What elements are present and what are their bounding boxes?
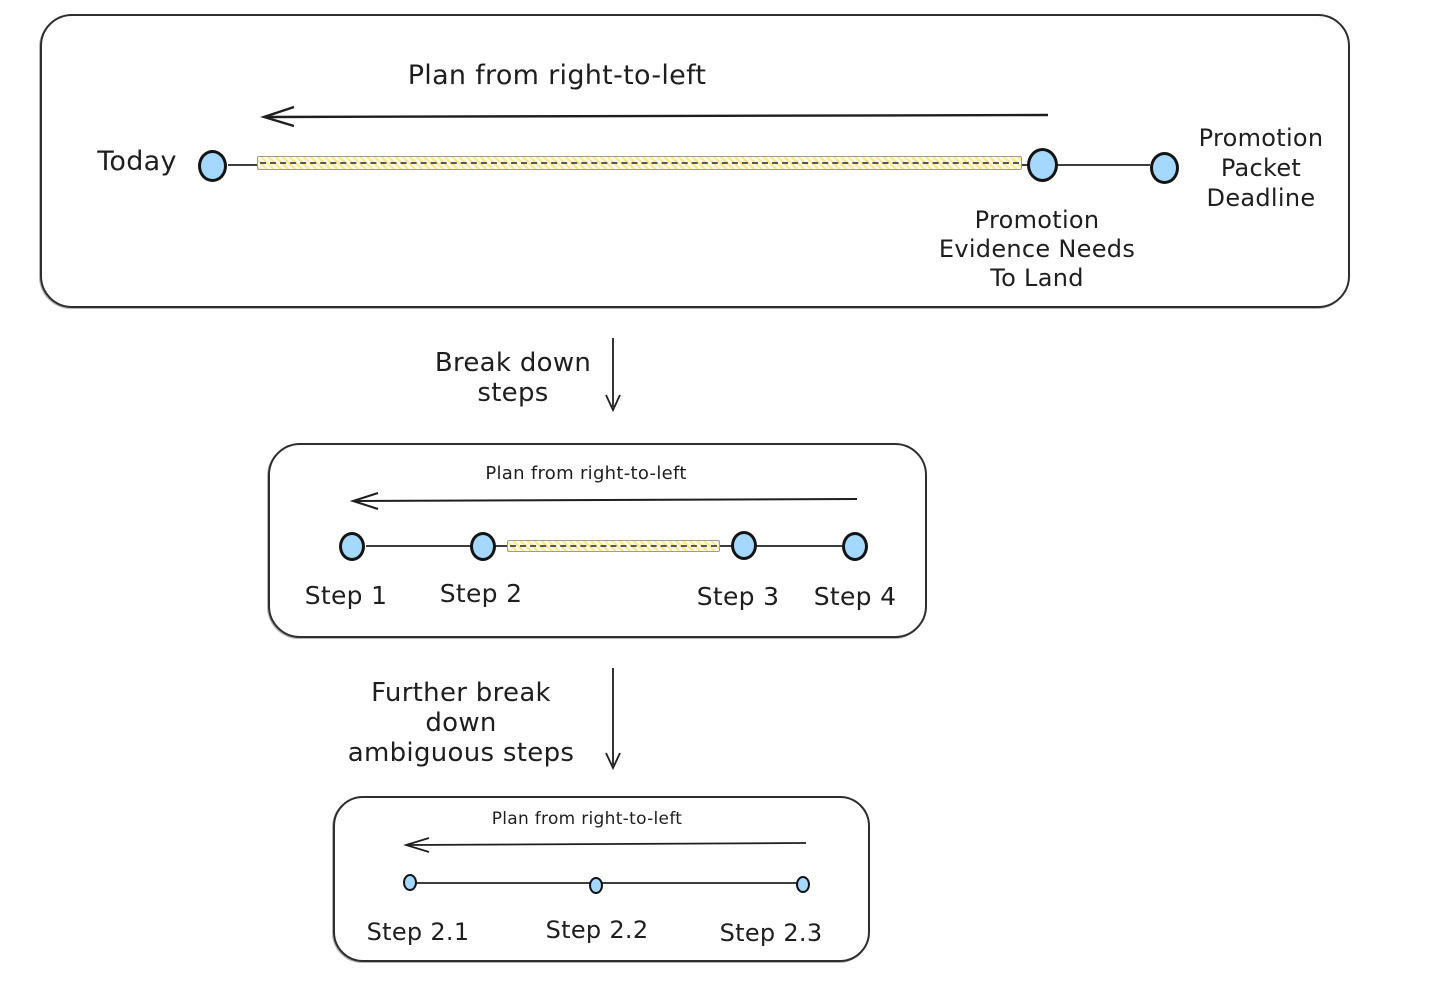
- bottom-timeline-box: Plan from right-to-left Step 2.1 Step 2.…: [333, 796, 870, 962]
- evidence-label: Promotion Evidence Needs To Land: [938, 206, 1136, 292]
- step-3-label: Step 3: [696, 582, 780, 611]
- top-timeline-box: Plan from right-to-left Today Promotion …: [40, 14, 1350, 308]
- step-2-2-node: [589, 877, 603, 894]
- step-2-3-node: [796, 876, 810, 893]
- step-2-3-label: Step 2.3: [719, 919, 823, 947]
- today-node: [198, 150, 227, 182]
- step-2-node: [470, 532, 496, 561]
- evidence-node: [1027, 148, 1058, 182]
- deadline-node: [1150, 152, 1179, 184]
- plan-direction-arrow: [403, 837, 807, 853]
- step-4-label: Step 4: [813, 582, 897, 611]
- flow-arrow-2: [605, 668, 621, 771]
- transition-2-label: Further break down ambiguous steps: [347, 678, 575, 768]
- step-2-1-node: [403, 874, 417, 891]
- plan-direction-arrow: [349, 492, 858, 510]
- deadline-label: Promotion Packet Deadline: [1198, 124, 1324, 212]
- step-3-node: [731, 531, 757, 560]
- flow-arrow-1: [605, 338, 621, 413]
- step-4-node: [842, 532, 868, 561]
- step-2-2-label: Step 2.2: [545, 916, 649, 944]
- step-1-label: Step 1: [304, 581, 388, 610]
- step-2-label: Step 2: [439, 579, 523, 608]
- middle-box-title: Plan from right-to-left: [485, 463, 687, 484]
- duration-bar: [507, 540, 720, 552]
- step-1-node: [339, 532, 365, 561]
- today-label: Today: [97, 146, 177, 177]
- step-2-1-label: Step 2.1: [366, 918, 470, 946]
- transition-1-label: Break down steps: [434, 348, 592, 408]
- duration-bar: [257, 156, 1022, 170]
- timeline-line: [414, 882, 802, 884]
- middle-timeline-box: Plan from right-to-left Step 1 Step 2 St…: [268, 443, 927, 638]
- bottom-box-title: Plan from right-to-left: [491, 809, 683, 829]
- top-box-title: Plan from right-to-left: [407, 60, 707, 91]
- plan-direction-arrow: [260, 105, 1049, 128]
